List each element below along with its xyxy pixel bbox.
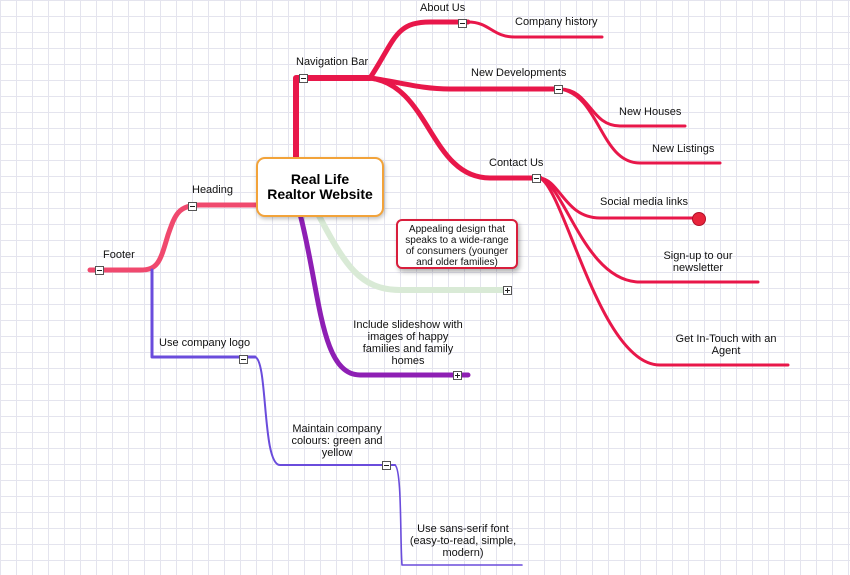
toggle-footer[interactable] xyxy=(95,266,104,275)
node-slideshow[interactable]: Include slideshow with images of happy f… xyxy=(353,319,463,367)
connector-company-logo xyxy=(150,268,257,359)
connector-get-in-touch xyxy=(538,176,790,367)
connector-newsletter xyxy=(538,176,760,284)
node-signup-newsletter[interactable]: Sign-up to our newsletter xyxy=(663,250,733,274)
connector-navigation-bar xyxy=(293,75,373,160)
node-contact-us[interactable]: Contact Us xyxy=(489,157,544,169)
connector-heading xyxy=(137,202,259,273)
node-get-in-touch[interactable]: Get In-Touch with an Agent xyxy=(675,333,777,357)
node-new-houses[interactable]: New Houses xyxy=(619,106,682,118)
node-new-developments[interactable]: New Developments xyxy=(471,67,567,79)
node-new-listings[interactable]: New Listings xyxy=(652,143,715,155)
toggle-about-us[interactable] xyxy=(458,19,467,28)
toggle-heading[interactable] xyxy=(188,202,197,211)
node-heading[interactable]: Heading xyxy=(192,184,233,196)
node-about-us[interactable]: About Us xyxy=(420,2,466,14)
connector-new-listings xyxy=(558,87,722,165)
social-media-marker xyxy=(692,212,706,226)
connector-contact-us xyxy=(367,75,543,181)
toggle-slideshow-expand[interactable] xyxy=(453,371,462,380)
connector-callout xyxy=(315,211,508,293)
connector-maintain-colours xyxy=(254,356,396,466)
node-social-media-links[interactable]: Social media links xyxy=(600,196,689,208)
toggle-navigation-bar[interactable] xyxy=(299,74,308,83)
node-maintain-colours[interactable]: Maintain company colours: green and yell… xyxy=(291,423,383,459)
node-company-history[interactable]: Company history xyxy=(515,16,598,28)
root-node[interactable]: Real Life Realtor Website xyxy=(256,157,384,217)
connector-company-history xyxy=(466,20,604,39)
toggle-callout-expand[interactable] xyxy=(503,286,512,295)
toggle-company-logo[interactable] xyxy=(239,355,248,364)
node-sans-serif-font[interactable]: Use sans-serif font (easy-to-read, simpl… xyxy=(409,523,517,559)
connector-slideshow xyxy=(297,211,471,378)
node-navigation-bar[interactable]: Navigation Bar xyxy=(296,56,369,68)
callout-note[interactable]: Appealing design that speaks to a wide-r… xyxy=(396,219,518,269)
node-footer[interactable]: Footer xyxy=(103,249,135,261)
toggle-new-developments[interactable] xyxy=(554,85,563,94)
toggle-maintain-colours[interactable] xyxy=(382,461,391,470)
connector-sans-serif xyxy=(394,464,523,566)
node-use-company-logo[interactable]: Use company logo xyxy=(159,337,251,349)
toggle-contact-us[interactable] xyxy=(532,174,541,183)
connector-about-us xyxy=(367,19,471,81)
